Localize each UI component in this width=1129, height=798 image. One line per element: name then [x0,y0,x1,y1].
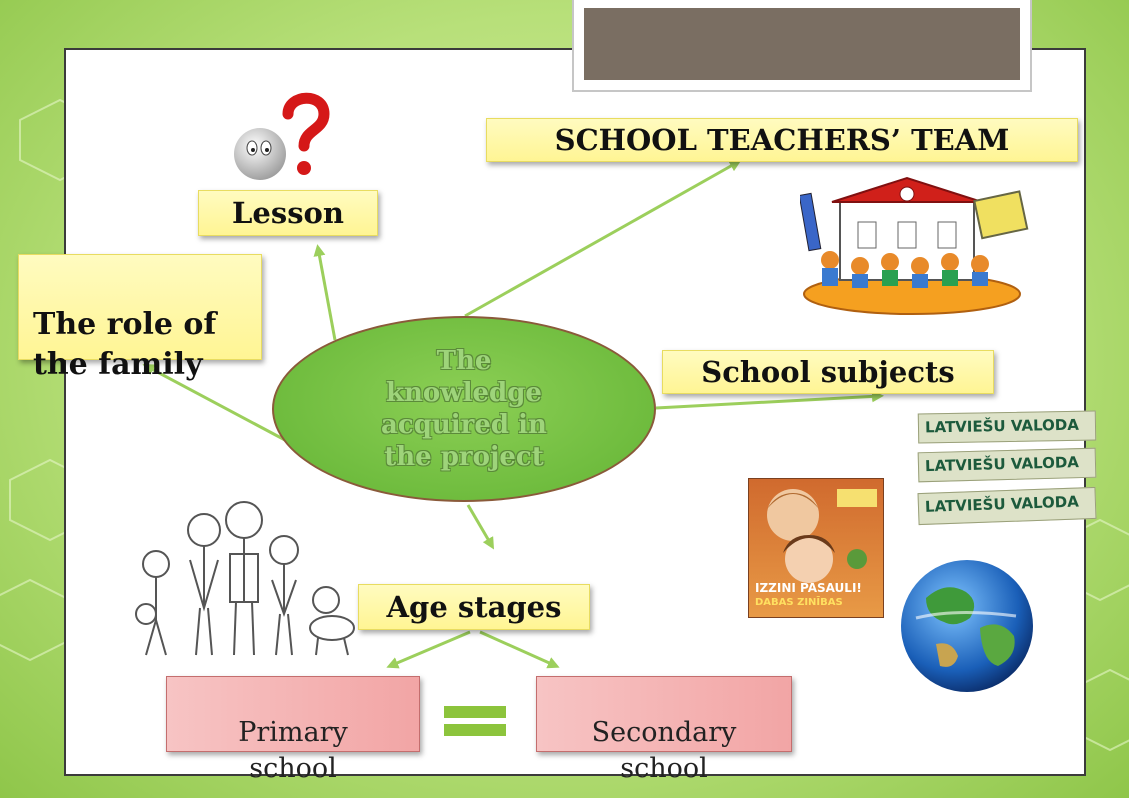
central-topic-text: The knowledge acquired in the project [381,346,547,472]
label-subjects-text: School subjects [701,355,955,389]
equals-sign-top-bar [444,706,506,718]
label-teachers: SCHOOL TEACHERS’ TEAM [486,118,1078,162]
thinking-question-icon [234,92,330,180]
title-placeholder-tab [572,0,1032,92]
label-family: The role of the family [18,254,262,382]
subject-sign-2-text: LATVIEŠU VALODA [924,453,1080,476]
textbook-cover-art [767,489,877,583]
textbook-title: IZZINI PASAULI! [755,581,862,595]
label-family-text: The role of the family [33,307,217,382]
subject-sign-3: LATVIEŠU VALODA [917,486,1097,526]
arrow-to-family [142,364,286,442]
label-subjects: School subjects [662,350,994,394]
arrow-to-age [466,504,495,550]
subject-sign-1: LATVIEŠU VALODA [917,410,1097,444]
arrow-to-subjects [655,390,884,410]
stage-secondary: Secondary school [536,676,792,784]
label-lesson: Lesson [198,190,378,236]
label-teachers-text: SCHOOL TEACHERS’ TEAM [554,123,1010,157]
label-age-stages-text: Age stages [386,590,562,624]
subject-sign-1-text: LATVIEŠU VALODA [924,415,1080,437]
stage-primary: Primary school [166,676,420,784]
arrow-to-lesson [313,244,337,341]
school-building-illustration [800,176,1029,315]
stage-primary-text: Primary school [238,717,348,784]
stage-secondary-text: Secondary school [591,717,737,784]
arrow-to-secondary [479,630,560,669]
central-topic: The knowledge acquired in the project [272,316,656,502]
arrow-to-teachers [464,160,742,318]
equals-sign-bottom-bar [444,724,506,736]
label-lesson-text: Lesson [232,196,344,230]
subject-sign-3-text: LATVIEŠU VALODA [924,492,1080,516]
arrow-to-primary [386,630,471,669]
textbook-subtitle: DABAS ZINĪBAS [755,597,843,608]
subject-sign-2: LATVIEŠU VALODA [917,447,1097,483]
textbook-cover-image: IZZINI PASAULI! DABAS ZINĪBAS [748,478,884,618]
label-age-stages: Age stages [358,584,590,630]
globe-icon [901,560,1033,692]
family-drawing-illustration [135,501,355,656]
title-placeholder [584,8,1020,80]
